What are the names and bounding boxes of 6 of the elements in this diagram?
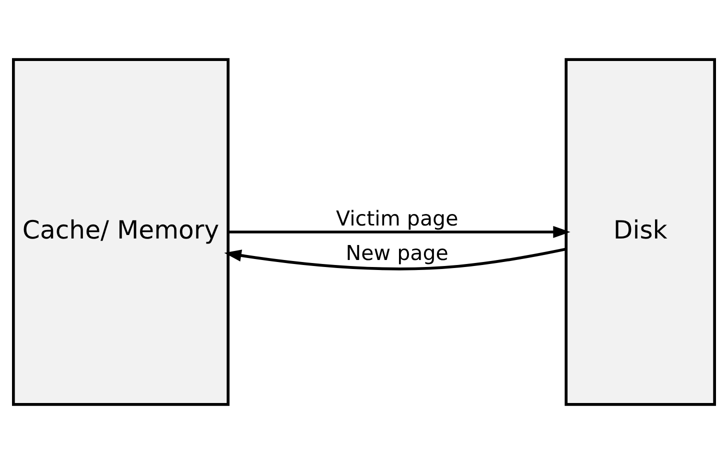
arrow — [224, 247, 566, 270]
node-box: Disk — [564, 58, 716, 406]
arrow — [228, 226, 570, 238]
edge-label: Victim page — [336, 206, 458, 230]
node-box: Cache/ Memory — [12, 58, 230, 406]
edge-label: New page — [346, 240, 448, 264]
